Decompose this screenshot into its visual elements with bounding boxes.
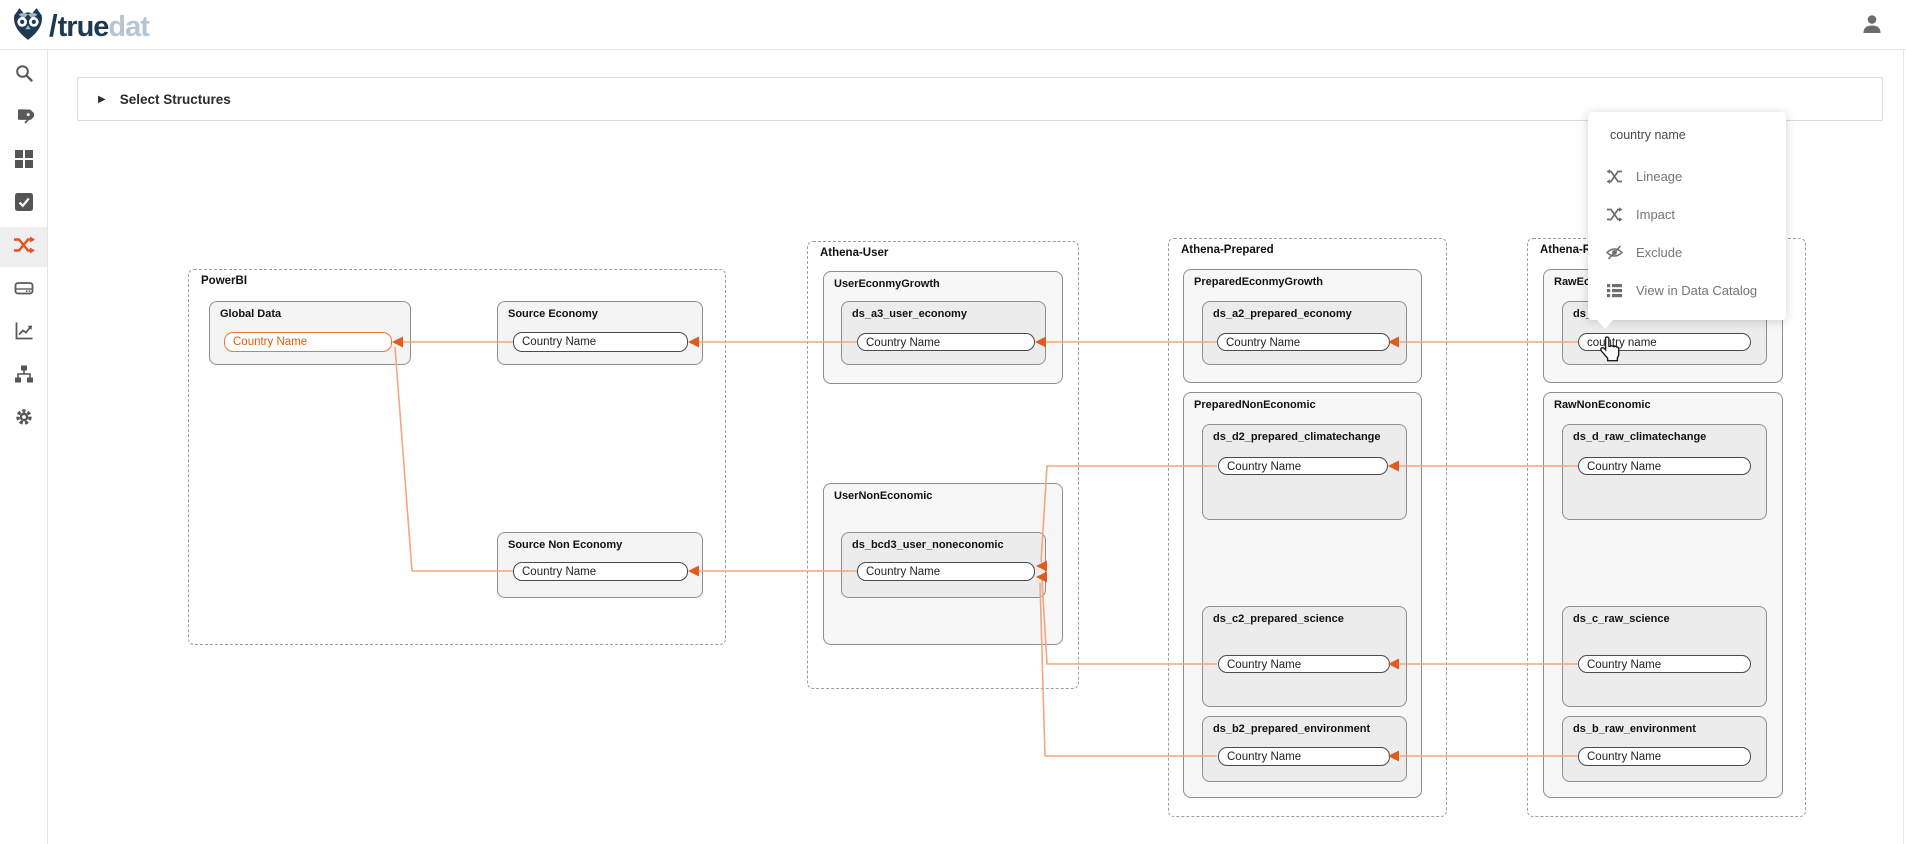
sidebar-item-structures[interactable]: [0, 270, 47, 310]
field-ds-c2-country-name[interactable]: Country Name: [1218, 655, 1390, 673]
subgroup-title: PreparedEconmyGrowth: [1194, 276, 1323, 288]
menu-item-view-in-data-catalog[interactable]: View in Data Catalog: [1588, 272, 1786, 309]
group-powerbi: PowerBI: [188, 269, 726, 645]
field-ds-c-country-name[interactable]: Country Name: [1578, 655, 1751, 673]
field-ds-a3-country-name[interactable]: Country Name: [857, 333, 1035, 351]
node-title: ds_b2_prepared_environment: [1213, 723, 1371, 735]
field-ds-d-country-name[interactable]: Country Name: [1578, 457, 1751, 475]
owl-logo-icon: [10, 6, 46, 47]
collapse-caret-icon: ▶: [98, 93, 106, 105]
content-right-divider: [1903, 50, 1904, 844]
field-global-data-country-name[interactable]: Country Name: [224, 332, 392, 352]
group-label: PowerBI: [201, 275, 248, 287]
field-ds-a2-country-name[interactable]: Country Name: [1217, 333, 1390, 351]
sidebar-item-dashboards[interactable]: [0, 141, 47, 181]
lineage-shuffle-icon: [13, 235, 35, 260]
tags-icon: [14, 106, 35, 131]
sidebar-nav: [0, 50, 48, 844]
field-ds-d2-country-name[interactable]: Country Name: [1218, 457, 1388, 475]
menu-item-exclude[interactable]: Exclude: [1588, 234, 1786, 271]
node-title: ds_d2_prepared_climatechange: [1213, 431, 1381, 443]
subgroup-title: UserEconmyGrowth: [834, 278, 940, 290]
node-title: ds_b_raw_environment: [1573, 723, 1696, 735]
settings-gear-icon: [14, 407, 34, 432]
hand-pointer-cursor: [1598, 336, 1620, 367]
sidebar-item-rules[interactable]: [0, 184, 47, 224]
menu-item-label: View in Data Catalog: [1636, 283, 1758, 298]
hierarchy-icon: [14, 364, 34, 389]
subgroup-title: RawNonEconomic: [1554, 399, 1651, 411]
sidebar-item-tags[interactable]: [0, 98, 47, 138]
field-ds-a-country-name-hovered[interactable]: country name: [1578, 333, 1751, 351]
node-title: Source Economy: [508, 308, 598, 320]
storage-drive-icon: [14, 278, 34, 303]
truedat-logo[interactable]: /truedat: [10, 6, 150, 47]
menu-item-label: Lineage: [1636, 169, 1683, 184]
select-structures-toggle[interactable]: ▶ Select Structures: [77, 77, 1883, 121]
sidebar-item-quality[interactable]: [0, 313, 47, 353]
menu-item-label: Impact: [1636, 207, 1676, 222]
lineage-arrows-icon: [1606, 168, 1623, 185]
menu-item-label: Exclude: [1636, 245, 1683, 260]
impact-arrows-icon: [1606, 206, 1623, 223]
field-context-menu: country name Lineage Impact Exclude View…: [1588, 112, 1786, 329]
node-title: Source Non Economy: [508, 539, 623, 551]
chart-line-icon: [14, 321, 34, 346]
node-title: Global Data: [220, 308, 282, 320]
sidebar-item-settings[interactable]: [0, 399, 47, 439]
subgroup-title: UserNonEconomic: [834, 490, 933, 502]
group-athena-user: Athena-User: [807, 241, 1079, 689]
node-title: ds_bcd3_user_noneconomic: [852, 539, 1004, 551]
logo-brand-primary: true: [57, 11, 110, 43]
user-account-icon[interactable]: [1860, 12, 1884, 36]
app-header: /truedat: [0, 0, 1906, 50]
field-ds-b-country-name[interactable]: Country Name: [1578, 747, 1751, 766]
check-square-icon: [14, 192, 33, 216]
logo-brand-secondary: dat: [108, 11, 149, 43]
node-title: ds_d_raw_climatechange: [1573, 431, 1707, 443]
node-title: ds_c_raw_science: [1573, 613, 1670, 625]
context-menu-pointer: [1596, 319, 1614, 329]
group-label: Athena-Prepared: [1181, 244, 1274, 256]
search-icon: [14, 63, 34, 88]
eye-slash-icon: [1605, 244, 1624, 261]
list-icon: [1606, 282, 1623, 299]
field-ds-bcd3-country-name[interactable]: Country Name: [857, 562, 1035, 581]
node-title: ds_a3_user_economy: [852, 308, 967, 320]
select-structures-label: Select Structures: [119, 91, 231, 107]
logo-separator: /: [49, 8, 58, 43]
menu-item-lineage[interactable]: Lineage: [1588, 158, 1786, 195]
field-source-economy-country-name[interactable]: Country Name: [513, 332, 688, 352]
grid-icon: [14, 149, 33, 173]
context-menu-title: country name: [1610, 128, 1686, 142]
subgroup-title: PreparedNonEconomic: [1194, 399, 1316, 411]
node-title: ds_a2_prepared_economy: [1213, 308, 1352, 320]
sidebar-item-search[interactable]: [0, 55, 47, 95]
sidebar-item-taxonomy[interactable]: [0, 356, 47, 396]
node-title: ds_c2_prepared_science: [1213, 613, 1344, 625]
field-source-non-economy-country-name[interactable]: Country Name: [513, 562, 688, 581]
group-label: Athena-User: [820, 247, 889, 259]
sidebar-item-lineage[interactable]: [0, 227, 47, 267]
field-ds-b2-country-name[interactable]: Country Name: [1218, 747, 1390, 766]
menu-item-impact[interactable]: Impact: [1588, 196, 1786, 233]
